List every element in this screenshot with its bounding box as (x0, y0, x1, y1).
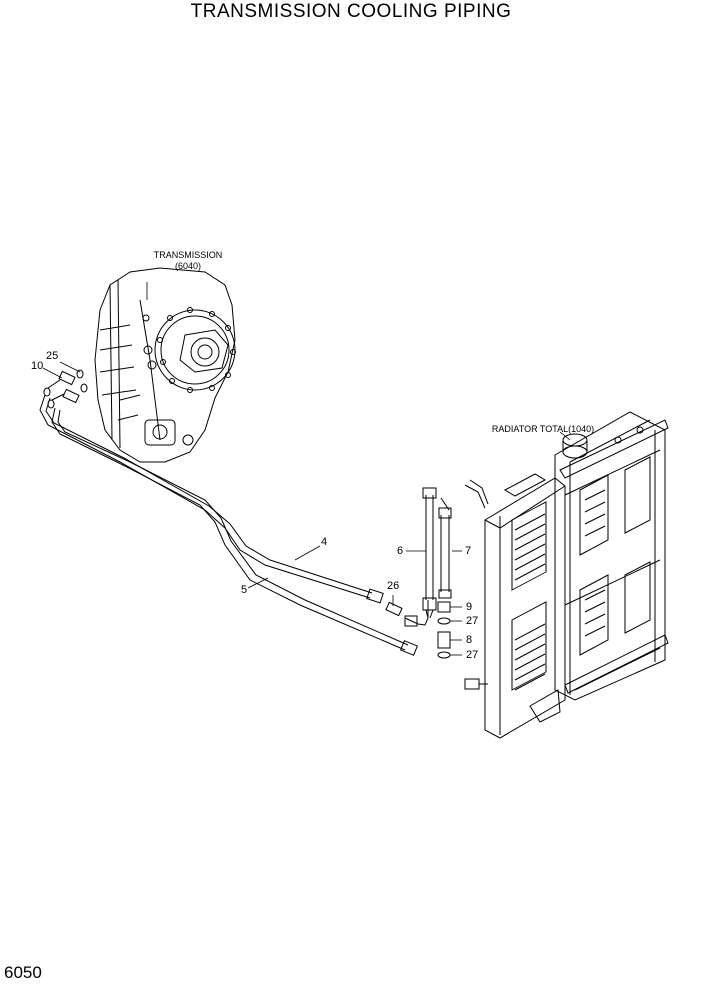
callout-27-lower: 27 (466, 649, 479, 661)
page-number: 6050 (4, 963, 42, 982)
transmission-caption: TRANSMISSION (6040) (140, 250, 236, 272)
callout-10: 10 (31, 360, 44, 372)
callout-27-upper: 27 (466, 615, 479, 627)
fitting-10-25 (43, 369, 88, 409)
parts-9-8-27 (437, 601, 451, 659)
callout-4: 4 (321, 536, 328, 548)
callout-7: 7 (465, 545, 472, 557)
radiator-caption: RADIATOR TOTAL(1040) (491, 424, 595, 434)
callout-5: 5 (241, 584, 248, 596)
callout-9: 9 (466, 601, 473, 613)
leader-lines (42, 282, 571, 656)
radiator-assembly (484, 411, 669, 739)
transmission-caption-line1: TRANSMISSION (153, 250, 223, 260)
hose-7 (438, 497, 452, 599)
hose-6 (422, 487, 437, 619)
diagram-title: TRANSMISSION COOLING PIPING (190, 1, 512, 22)
radiator-fittings (464, 479, 489, 690)
transmission-caption-line2: (6040) (174, 261, 201, 271)
transmission-housing (94, 267, 236, 463)
callout-26: 26 (387, 580, 400, 592)
hose-5 (51, 407, 419, 656)
fitting-26 (385, 600, 429, 627)
callout-6: 6 (397, 545, 404, 557)
callout-8: 8 (466, 634, 473, 646)
callout-25: 25 (46, 350, 59, 362)
hose-4 (39, 394, 384, 604)
